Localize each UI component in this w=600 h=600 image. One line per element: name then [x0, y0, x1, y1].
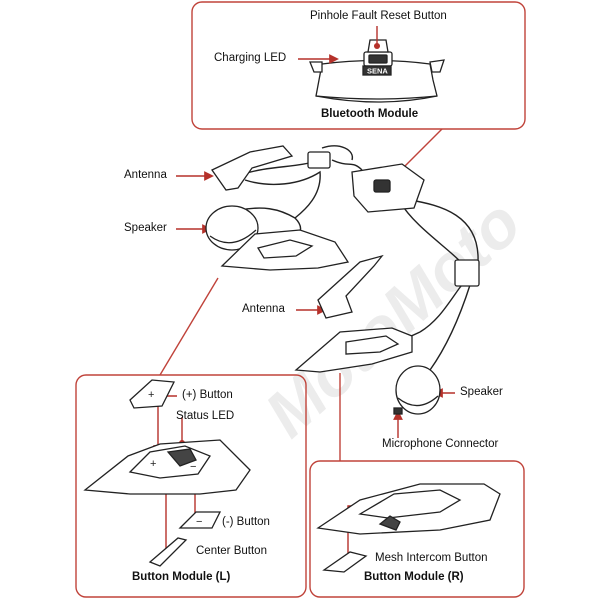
speaker-right-shape: [395, 365, 441, 415]
antenna-mid-shape: [317, 254, 384, 319]
speaker-left-shape: [205, 205, 259, 251]
minus-glyph-main: −: [190, 461, 196, 473]
pinhole-label: Pinhole Fault Reset Button: [310, 10, 447, 22]
plus-glyph-main: +: [150, 458, 156, 470]
antenna-top-shape: [211, 145, 294, 191]
antenna-top-label: Antenna: [124, 169, 167, 181]
connector-top: [307, 151, 331, 169]
mic-connector-shape: [393, 407, 403, 415]
charging-led-label: Charging LED: [214, 52, 287, 64]
bluetooth-callout-pointer: [404, 128, 443, 167]
minus-button-part: [178, 511, 222, 529]
button-module-r-title: Button Module (R): [364, 571, 464, 583]
speaker-left-label: Speaker: [124, 222, 167, 234]
minus-glyph-part: −: [196, 516, 202, 528]
minus-button-label: (-) Button: [222, 516, 270, 528]
speaker-right-label: Speaker: [460, 386, 503, 398]
center-button-label: Center Button: [196, 545, 267, 557]
plus-glyph-part: +: [148, 389, 154, 401]
mesh-button-part: [322, 551, 368, 573]
plus-button-part: [129, 379, 176, 409]
button-module-r-frame: [309, 460, 525, 598]
connector-right: [454, 259, 480, 287]
plus-button-label: (+) Button: [182, 389, 233, 401]
button-module-l-title: Button Module (L): [132, 571, 231, 583]
button-module-r-detail: [316, 483, 501, 573]
button-module-l-pointer: [159, 277, 219, 376]
microphone-connector-label: Microphone Connector: [382, 438, 499, 450]
center-button-part: [148, 537, 188, 567]
sena-logo-top: SENA: [367, 67, 388, 76]
bluetooth-module-title: Bluetooth Module: [321, 108, 419, 120]
status-led-label: Status LED: [176, 410, 235, 422]
mesh-intercom-label: Mesh Intercom Button: [375, 552, 488, 564]
button-module-l-detail: [83, 379, 251, 567]
antenna-mid-label: Antenna: [242, 303, 285, 315]
bluetooth-callout-frame: [191, 1, 526, 130]
button-module-l-frame: [75, 374, 307, 598]
